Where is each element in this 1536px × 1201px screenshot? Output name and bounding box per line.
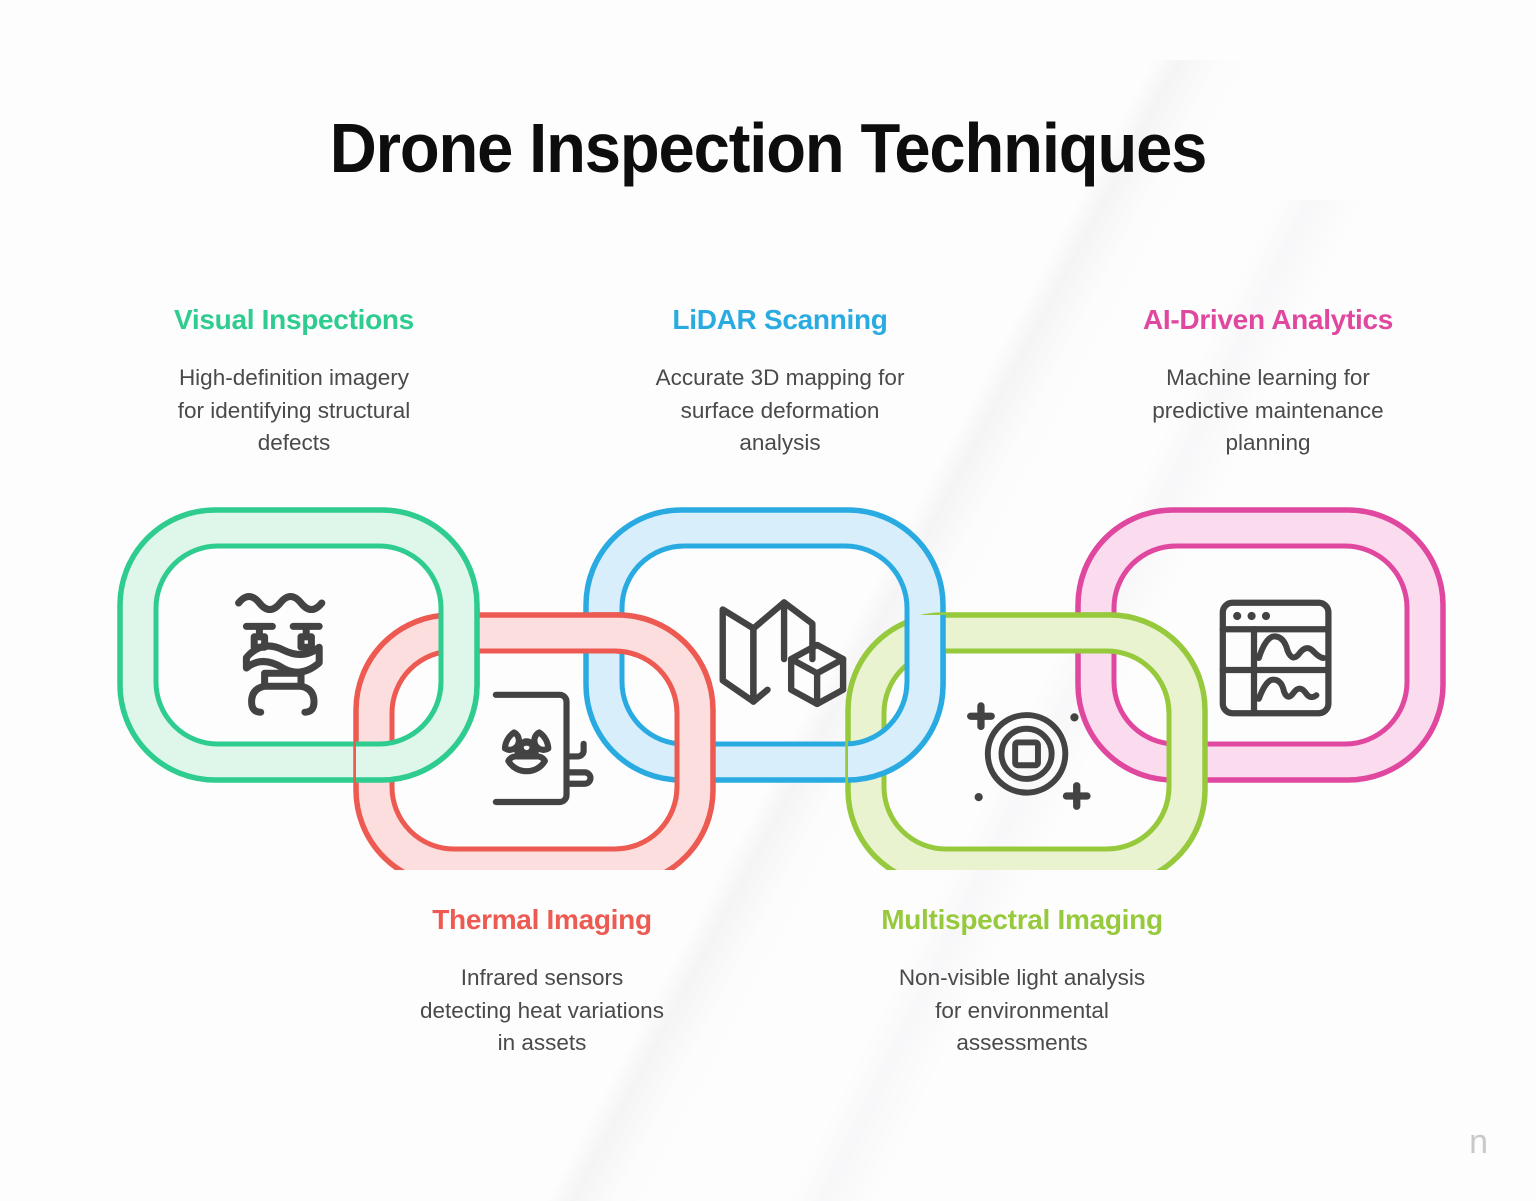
technique-label-lidar-scanning: LiDAR Scanning Accurate 3D mapping for s… xyxy=(592,304,968,461)
description-line: for environmental xyxy=(935,997,1109,1023)
description-line: for identifying structural xyxy=(177,397,411,423)
technique-label-visual-inspections: Visual Inspections High-definition image… xyxy=(104,304,484,461)
description-line: Non-visible light analysis xyxy=(898,964,1146,990)
watermark: n xyxy=(1469,1123,1488,1161)
technique-description-lidar-scanning: Accurate 3D mapping for surface deformat… xyxy=(592,362,968,461)
weave-green-over-red xyxy=(356,608,480,783)
technique-label-ai-driven-analytics: AI-Driven Analytics Machine learning for… xyxy=(1068,304,1468,461)
technique-title-multispectral-imaging: Multispectral Imaging xyxy=(881,904,1163,935)
description-line: Machine learning for xyxy=(1166,364,1370,390)
drone-over-water-icon xyxy=(235,593,326,716)
technique-label-multispectral-imaging: Multispectral Imaging Non-visible light … xyxy=(836,904,1208,1061)
link-outline-outer-yellowgreen xyxy=(845,612,1208,870)
weave-red-over-green xyxy=(360,615,655,673)
description-line: planning xyxy=(1225,430,1311,456)
technique-title-lidar-scanning: LiDAR Scanning xyxy=(672,304,888,335)
thermal-radiation-icon xyxy=(492,691,594,806)
description-line: surface deformation xyxy=(680,397,880,423)
3d-map-cube-icon xyxy=(719,599,847,708)
description-line: defects xyxy=(257,430,331,456)
technique-description-thermal-imaging: Infrared sensors detecting heat variatio… xyxy=(352,962,732,1061)
technique-description-ai-driven-analytics: Machine learning for predictive maintena… xyxy=(1068,362,1468,461)
technique-title-visual-inspections: Visual Inspections xyxy=(174,304,414,335)
description-line: High-definition imagery xyxy=(178,364,410,390)
weave-blue-over-yellowgreen xyxy=(848,615,946,783)
description-line: predictive maintenance xyxy=(1152,397,1384,423)
description-line: Accurate 3D mapping for xyxy=(655,364,905,390)
description-line: assessments xyxy=(956,1030,1088,1056)
description-line: analysis xyxy=(739,430,821,456)
analytics-dashboard-icon xyxy=(1219,599,1332,717)
chain-diagram xyxy=(117,507,1446,870)
weave-red-over-blue xyxy=(592,612,712,850)
weave-pink-over-yellowgreen xyxy=(1078,526,1288,588)
weave-blue-over-red xyxy=(586,526,786,588)
page-title: Drone Inspection Techniques xyxy=(329,109,1208,187)
description-line: Infrared sensors xyxy=(460,964,624,990)
description-line: detecting heat variations xyxy=(420,997,664,1023)
technique-description-visual-inspections: High-definition imagery for identifying … xyxy=(104,362,484,461)
technique-title-ai-driven-analytics: AI-Driven Analytics xyxy=(1142,304,1393,335)
spectral-target-icon xyxy=(967,702,1091,810)
link-outline-outer-pink xyxy=(1075,507,1446,783)
technique-label-thermal-imaging: Thermal Imaging Infrared sensors detecti… xyxy=(352,904,732,1061)
technique-title-thermal-imaging: Thermal Imaging xyxy=(432,904,652,935)
technique-description-multispectral-imaging: Non-visible light analysis for environme… xyxy=(836,962,1208,1061)
description-line: in assets xyxy=(497,1030,587,1056)
weave-yellowgreen-over-pink xyxy=(1082,612,1202,850)
